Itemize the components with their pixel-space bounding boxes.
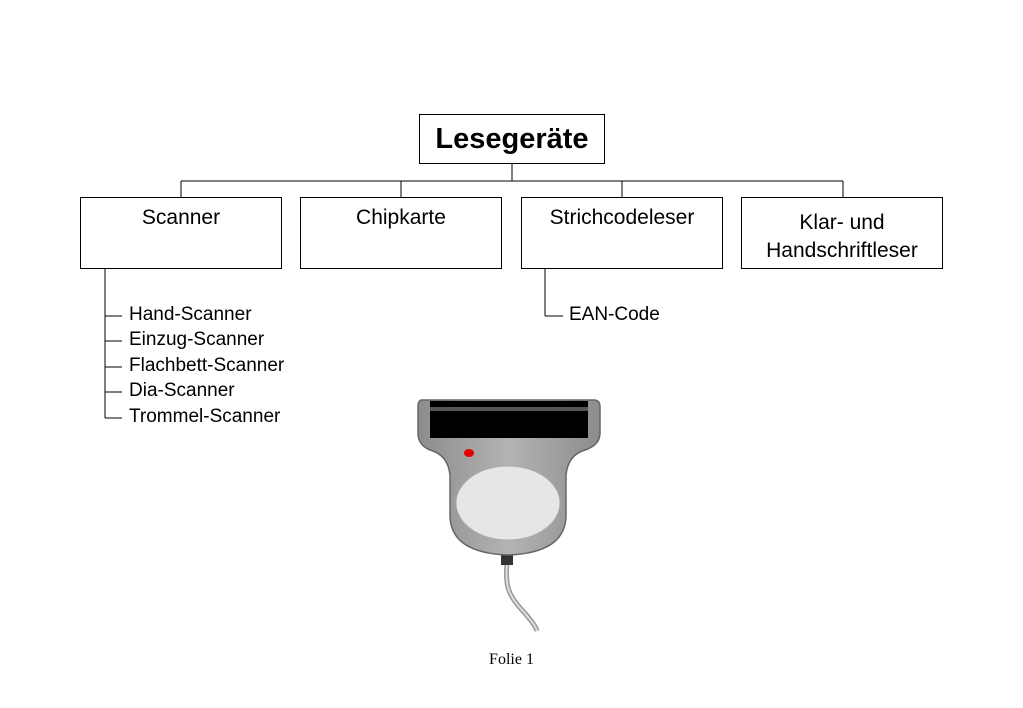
list-item-dia-scanner: Dia-Scanner xyxy=(129,380,235,401)
root-label: Lesegeräte xyxy=(435,122,589,155)
list-item-einzug-scanner: Einzug-Scanner xyxy=(129,329,265,350)
led-indicator xyxy=(464,449,474,457)
list-item-ean-code: EAN-Code xyxy=(569,304,660,325)
category-label-line-2: Handschriftleser xyxy=(766,238,918,262)
category-chipkarte: Chipkarte xyxy=(300,197,502,269)
cable-connector xyxy=(501,553,513,565)
category-label: Strichcodeleser xyxy=(549,206,695,229)
list-item-hand-scanner: Hand-Scanner xyxy=(129,304,252,325)
list-item-flachbett-scanner: Flachbett-Scanner xyxy=(129,355,285,376)
category-strichcodeleser: Strichcodeleser xyxy=(521,197,723,269)
category-label-line-1: Klar- und xyxy=(799,210,885,234)
category-klar-und-handschriftleser: Klar- und Handschriftleser xyxy=(741,197,943,269)
slide-footer: Folie 1 xyxy=(489,651,534,668)
contact-pad xyxy=(455,465,561,541)
card-slot xyxy=(430,401,588,438)
list-item-trommel-scanner: Trommel-Scanner xyxy=(129,406,281,427)
category-scanner: Scanner xyxy=(80,197,282,269)
category-label: Scanner xyxy=(141,206,221,229)
category-label: Chipkarte xyxy=(356,206,446,229)
card-reader-icon xyxy=(417,399,601,632)
root-node: Lesegeräte xyxy=(419,114,605,164)
